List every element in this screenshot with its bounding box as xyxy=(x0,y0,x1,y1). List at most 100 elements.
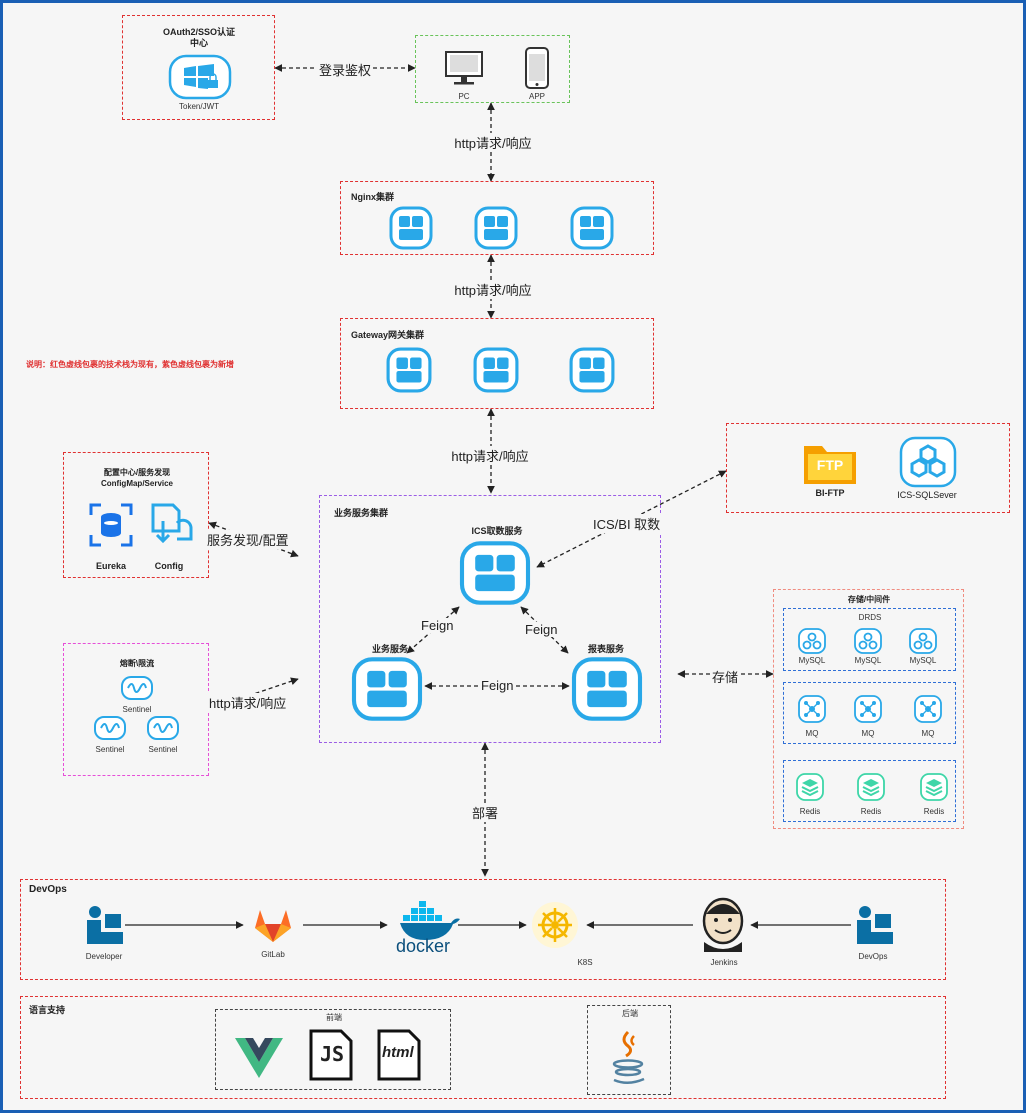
mysql-icon xyxy=(798,628,826,654)
javascript-file-icon xyxy=(309,1029,353,1081)
redis-label-1: Redis xyxy=(799,807,821,816)
redis-icon xyxy=(920,773,948,801)
redis-label-2: Redis xyxy=(860,807,882,816)
phone-icon xyxy=(525,47,549,89)
mysql-label-2: MySQL xyxy=(854,656,882,665)
server-node-icon xyxy=(389,206,433,250)
language-title: 语言支持 xyxy=(29,1005,66,1015)
gateway-title: Gateway网关集群 xyxy=(351,330,425,340)
gitlab-label: GitLab xyxy=(261,950,285,959)
k8s-label: K8S xyxy=(577,958,593,967)
ics-service-label: ICS取数服务 xyxy=(471,526,523,536)
pc-label: PC xyxy=(458,92,470,101)
config-center: 配置中心/服务发现 ConfigMap/Service Eureka Confi… xyxy=(63,452,209,578)
mq-icon xyxy=(854,695,882,723)
ftp-icon-text: FTP xyxy=(816,457,844,473)
mysql-label-3: MySQL xyxy=(909,656,937,665)
feign-left-label: Feign xyxy=(419,618,456,633)
sentinel-label-2: Sentinel xyxy=(95,745,125,754)
gitlab-icon xyxy=(255,910,291,942)
mq-label-2: MQ xyxy=(861,729,875,738)
mq-icon xyxy=(914,695,942,723)
gateway-cluster: Gateway网关集群 xyxy=(340,318,654,409)
backend-label: 后端 xyxy=(622,1009,638,1018)
language-support: 语言支持 前端 JS html 后端 xyxy=(20,996,946,1099)
backend-group: 后端 xyxy=(587,1005,671,1095)
business-service-cluster: 业务服务集群 ICS取数服务 业务服务 报表服务 xyxy=(319,495,661,743)
config-title-line2: ConfigMap/Service xyxy=(100,479,174,488)
http-label-2: http请求/响应 xyxy=(452,280,534,299)
eureka-icon xyxy=(89,503,133,547)
redis-icon xyxy=(857,773,885,801)
app-label: APP xyxy=(528,92,546,101)
mysql-label-1: MySQL xyxy=(798,656,826,665)
clients-box: PC APP xyxy=(415,35,570,103)
vue-icon xyxy=(235,1038,283,1078)
storage-title: 存储/中间件 xyxy=(847,595,891,604)
oauth-title-line2: 中心 xyxy=(189,38,209,48)
drds-label: DRDS xyxy=(858,613,882,622)
storage-middleware: 存储/中间件 DRDS MySQL MySQL MySQL MQ MQ MQ R… xyxy=(773,589,964,829)
sentinel-icon xyxy=(94,716,126,740)
server-node-icon xyxy=(386,347,432,393)
mysql-icon xyxy=(909,628,937,654)
ics-bi-label: ICS/BI 取数 xyxy=(591,514,663,533)
oauth-title-line1: OAuth2/SSO认证 xyxy=(162,27,236,37)
frontend-label: 前端 xyxy=(326,1013,342,1022)
server-node-icon xyxy=(473,347,519,393)
token-jwt-label: Token/JWT xyxy=(178,102,220,111)
drds-group: DRDS MySQL MySQL MySQL xyxy=(783,608,956,671)
mysql-icon xyxy=(854,628,882,654)
developer-icon xyxy=(87,906,123,944)
frontend-group: 前端 JS html xyxy=(215,1009,451,1090)
circuit-breaker: 熔断\限流 Sentinel Sentinel Sentinel xyxy=(63,643,209,776)
html-text: html xyxy=(382,1044,414,1061)
feign-right-label: Feign xyxy=(523,622,560,637)
config-icon xyxy=(151,503,193,544)
ics-service-icon xyxy=(459,541,531,605)
devops-user-icon xyxy=(857,906,893,944)
report-service-icon xyxy=(571,657,643,721)
mq-label-1: MQ xyxy=(805,729,819,738)
sentinel-icon xyxy=(121,676,153,700)
sentinel-label-3: Sentinel xyxy=(148,745,178,754)
server-node-icon xyxy=(474,206,518,250)
redis-icon xyxy=(796,773,824,801)
http-circuit-label: http请求/响应 xyxy=(207,693,289,712)
devops-user-label: DevOps xyxy=(858,952,888,961)
biz-service-label: 业务服务 xyxy=(371,644,409,654)
devops-title: DevOps xyxy=(29,884,67,895)
deploy-label: 部署 xyxy=(470,803,501,822)
http-label-1: http请求/响应 xyxy=(452,133,534,152)
java-icon xyxy=(612,1030,645,1084)
server-node-icon xyxy=(570,206,614,250)
redis-label-3: Redis xyxy=(923,807,945,816)
feign-bottom-label: Feign xyxy=(479,678,516,693)
bi-ftp-label: BI-FTP xyxy=(815,488,845,498)
js-text: JS xyxy=(320,1042,345,1066)
sentinel-label-1: Sentinel xyxy=(122,705,152,714)
sentinel-icon xyxy=(147,716,179,740)
http-label-3: http请求/响应 xyxy=(449,446,531,465)
config-title-line1: 配置中心/服务发现 xyxy=(103,468,171,477)
business-cluster-title: 业务服务集群 xyxy=(334,508,389,518)
ics-sqlserver-label: ICS-SQLSever xyxy=(897,490,957,500)
report-service-label: 报表服务 xyxy=(587,644,625,654)
circuit-title: 熔断\限流 xyxy=(119,659,155,668)
oauth-sso-center: OAuth2/SSO认证 中心 Token/JWT xyxy=(122,15,275,120)
ftp-folder-icon xyxy=(804,446,856,484)
storage-label: 存储 xyxy=(710,667,741,686)
config-label: Config xyxy=(154,561,184,571)
docker-label: docker xyxy=(395,936,451,956)
html-file-icon xyxy=(377,1029,421,1081)
biz-service-icon xyxy=(351,657,423,721)
devops-pipeline: DevOps Developer GitLab docker K8S Jenki… xyxy=(20,879,946,980)
sql-server-icon xyxy=(899,436,957,488)
legend-note: 说明：红色虚线包裹的技术栈为现有，紫色虚线包裹为新增 xyxy=(26,360,234,369)
mq-icon xyxy=(798,695,826,723)
config-center-title: 配置中心/服务发现 ConfigMap/Service xyxy=(101,467,173,489)
jenkins-icon xyxy=(702,897,744,952)
kubernetes-icon xyxy=(532,902,578,948)
nginx-cluster: Nginx集群 xyxy=(340,181,654,255)
